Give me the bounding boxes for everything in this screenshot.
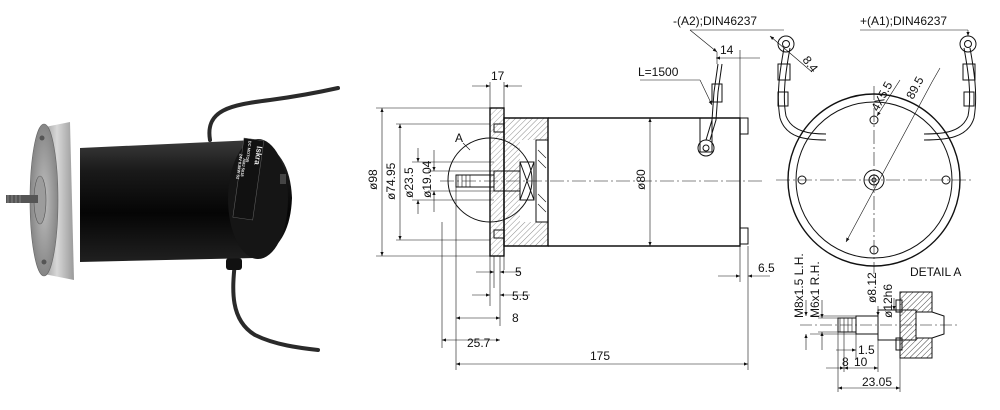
motor-label: Iskra DC MOTOR AMJ 5018 24V 0.8kW S2 — [232, 137, 265, 221]
motor-photo: Iskra DC MOTOR AMJ 5018 24V 0.8kW S2 — [6, 86, 340, 352]
dim-d12h6: ø12h6 — [881, 284, 895, 318]
dim-55: 5.5 — [512, 289, 529, 303]
label-line2: AMJ 5018 — [240, 158, 248, 178]
dim-10: 10 — [854, 355, 868, 369]
end-view — [776, 35, 977, 274]
dim-d812: ø8.12 — [865, 272, 879, 303]
detail-title: DETAIL A — [910, 265, 961, 279]
dim-d1904: ø19.04 — [420, 160, 434, 198]
side-view — [440, 52, 762, 257]
detail-a: DETAIL A — [800, 265, 961, 359]
dim-d235: ø23.5 — [402, 167, 416, 198]
terminal-negative-label: -(A2);DIN46237 — [673, 14, 757, 28]
side-view-dimensions: -(A2);DIN46237 L=1500 14 17 ø98 ø74.95 ø… — [366, 14, 784, 370]
thread-lh: M8x1.5 L.H. — [792, 253, 806, 318]
dim-8: 8 — [512, 311, 519, 325]
thread-rh: M6x1 R.H. — [808, 261, 822, 318]
dim-15: 1.5 — [858, 343, 875, 357]
dim-257: 25.7 — [467, 336, 491, 350]
terminal-positive-label: +(A1);DIN46237 — [860, 14, 947, 28]
dim-d7495: ø74.95 — [384, 162, 398, 200]
dim-2305: 23.05 — [862, 375, 892, 389]
dim-5: 5 — [515, 265, 522, 279]
label-line1: DC MOTOR — [245, 141, 253, 163]
dim-84: 8.4 — [800, 53, 822, 75]
label-line3: 24V 0.8kW S2 — [235, 153, 244, 180]
dim-65: 6.5 — [758, 261, 775, 275]
end-view-dimensions: +(A1);DIN46237 8.4 4X5.5 89.5 — [769, 14, 970, 243]
dim-895: 89.5 — [903, 74, 926, 101]
detail-dim-8: 8 — [842, 355, 849, 369]
detail-dimensions: M8x1.5 L.H. M6x1 R.H. ø8.12 ø12h6 1.5 8 … — [792, 253, 901, 392]
label-brand: Iskra — [252, 146, 264, 166]
detail-marker: A — [455, 131, 463, 145]
dim-175: 175 — [590, 349, 610, 363]
cable-length-label: L=1500 — [638, 65, 679, 79]
dim-d98: ø98 — [366, 169, 380, 190]
dim-17: 17 — [491, 69, 505, 83]
dim-14: 14 — [720, 43, 734, 57]
dim-d80: ø80 — [634, 169, 648, 190]
